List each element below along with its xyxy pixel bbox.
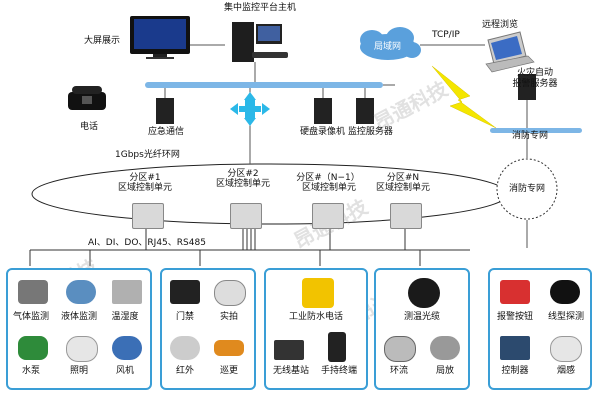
phone-label: 电话 (80, 122, 99, 132)
controller-icon (500, 336, 530, 360)
unit-label: 区域控制单元 (215, 179, 270, 189)
control-unit-icon (230, 203, 262, 229)
telephone-icon (68, 86, 106, 110)
item-label: 实拍 (219, 312, 238, 322)
fire-server-label: 火灾自动 报警服务器 (512, 68, 558, 89)
item-label: 控制器 (501, 366, 529, 376)
fire-net-circle (496, 158, 558, 220)
item-label: 环流 (389, 366, 408, 376)
emergency-server-icon (156, 98, 174, 124)
circulation-sensor-icon (384, 336, 416, 362)
alarm-button-icon (500, 280, 530, 304)
lan-label: 局域网 (374, 42, 402, 52)
item-label: 线型探测 (547, 312, 584, 322)
item-label: 红外 (175, 366, 194, 376)
item-label: 风机 (115, 366, 134, 376)
infrared-icon (170, 336, 200, 360)
item-label: 气体监测 (12, 312, 49, 322)
fire-net-bus (490, 128, 582, 133)
zone-label: 分区#（N−1） (296, 173, 360, 183)
unit-label: 区域控制单元 (301, 183, 356, 193)
patrol-icon (214, 340, 244, 356)
io-label: AI、DI、DO、RJ45、RS485 (88, 238, 206, 248)
fire-net-label: 消防专网 (512, 131, 549, 141)
item-label: 烟感 (556, 366, 575, 376)
control-unit-icon (312, 203, 344, 229)
unit-label: 区域控制单元 (117, 183, 172, 193)
fire-circle-label: 消防专网 (508, 184, 545, 194)
fire-alarm-server-icon (518, 74, 536, 100)
item-label: 手持终端 (320, 366, 357, 376)
backbone-bus (145, 82, 383, 88)
host-label: 集中监控平台主机 (223, 3, 296, 13)
item-label: 液体监测 (60, 312, 97, 322)
liquid-sensor-icon (66, 280, 96, 304)
lighting-icon (66, 336, 98, 362)
humidity-sensor-icon (112, 280, 142, 304)
protocol-label: TCP/IP (432, 30, 460, 40)
communication-group: 工业防水电话 无线基站 手持终端 (264, 268, 368, 390)
water-pump-icon (18, 336, 48, 360)
recorder-server-icon (314, 98, 332, 124)
access-control-icon (170, 280, 200, 304)
handheld-terminal-icon (328, 332, 346, 362)
item-label: 报警按钮 (496, 312, 533, 322)
cross-arrows-icon (230, 92, 270, 126)
display-label: 大屏展示 (84, 36, 121, 46)
zone-label: 分区#N (386, 173, 420, 183)
ring-label: 1Gbps光纤环网 (115, 150, 180, 160)
linear-detector-icon (550, 280, 580, 304)
waterproof-phone-icon (302, 278, 334, 308)
emergency-label: 应急通信 (148, 127, 185, 137)
monitor-server-icon (356, 98, 374, 124)
gas-sensor-icon (18, 280, 48, 304)
control-unit-icon (132, 203, 164, 229)
cable-monitor-group: 测温光缆 环流 局放 (374, 268, 470, 390)
item-label: 门禁 (175, 312, 194, 322)
host-computer-icon (232, 22, 288, 62)
sensor-group: 气体监测 液体监测 温湿度 水泵 照明 风机 (6, 268, 152, 390)
item-label: 水泵 (21, 366, 40, 376)
item-label: 无线基站 (272, 366, 309, 376)
monitor-icon (130, 16, 190, 59)
item-label: 温湿度 (111, 312, 139, 322)
fire-group: 报警按钮 线型探测 控制器 烟感 (488, 268, 592, 390)
fan-icon (112, 336, 142, 360)
cloud-icon (360, 27, 421, 60)
item-label: 巡更 (219, 366, 238, 376)
remote-label: 远程浏览 (482, 20, 519, 30)
control-unit-icon (390, 203, 422, 229)
item-label: 工业防水电话 (288, 312, 343, 322)
security-group: 门禁 实拍 红外 巡更 (160, 268, 256, 390)
smoke-detector-icon (550, 336, 582, 362)
lightning-bolt-icon (431, 65, 497, 129)
item-label: 测温光缆 (403, 312, 440, 322)
cable-reel-icon (408, 278, 440, 308)
wireless-base-station-icon (274, 340, 304, 360)
item-label: 照明 (69, 366, 88, 376)
partial-discharge-sensor-icon (430, 336, 460, 360)
item-label: 局放 (435, 366, 454, 376)
laptop-icon (485, 31, 535, 73)
unit-label: 区域控制单元 (375, 183, 430, 193)
zone-label: 分区#2 (227, 169, 259, 179)
dome-camera-icon (214, 280, 246, 306)
zone-label: 分区#1 (129, 173, 161, 183)
recorder-label: 硬盘录像机 监控服务器 (300, 127, 393, 137)
